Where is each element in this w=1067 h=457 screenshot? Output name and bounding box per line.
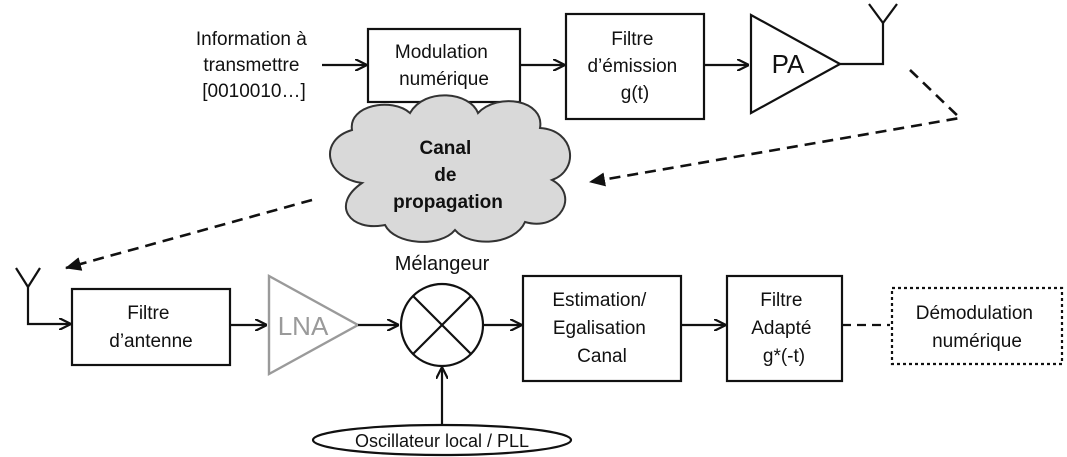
- svg-text:Modulation numérique: Modulation numérique: [395, 42, 493, 90]
- mixer-label: Mélangeur: [395, 253, 490, 275]
- svg-text:Filtre d’émission: Filtre d’émission g(t): [587, 29, 682, 104]
- wireless-link-channel-to-rx: [65, 198, 313, 271]
- demodulation-block: Démodulation numérique: [890, 286, 1064, 366]
- estimation-block: Estimation/ Egalisation Canal: [521, 274, 683, 383]
- svg-text:Filtre d’antenne: Filtre d’antenne: [109, 303, 192, 352]
- matched-filter-block: Filtre Adapté g*(-t): [725, 274, 844, 383]
- svg-text:Estimation/ Egalisation: Estimation/ Egalisation Canal: [552, 290, 651, 367]
- tx-input-label: Information à transmettre [0010010…]: [196, 29, 312, 102]
- rx-filter-block: Filtre d’antenne: [70, 287, 232, 367]
- oscillator-block: Oscillateur local / PLL: [311, 423, 573, 457]
- svg-text:Démodulation numérique: Démodulation numérique: [916, 303, 1039, 352]
- pa-amplifier: PA: [749, 13, 843, 115]
- wireless-link-tx-to-channel: [589, 69, 963, 187]
- tx-filter-block: Filtre d’émission g(t): [564, 12, 706, 121]
- modulation-block: Modulation numérique: [366, 27, 522, 104]
- lna-amplifier: LNA: [267, 273, 361, 377]
- cloud-icon: Canal de propagation: [329, 94, 572, 243]
- svg-text:Filtre Adapté g*(-: Filtre Adapté g*(-t): [751, 290, 817, 367]
- mixer-icon: [399, 282, 485, 368]
- svg-text:LNA: LNA: [278, 311, 329, 341]
- svg-text:PA: PA: [772, 49, 805, 79]
- tx-antenna-icon: [840, 3, 898, 66]
- svg-text:Oscillateur local / PLL: Oscillateur local / PLL: [355, 431, 529, 451]
- rx-antenna-icon: [15, 267, 70, 324]
- channel-label: Canal de propagation: [393, 138, 503, 213]
